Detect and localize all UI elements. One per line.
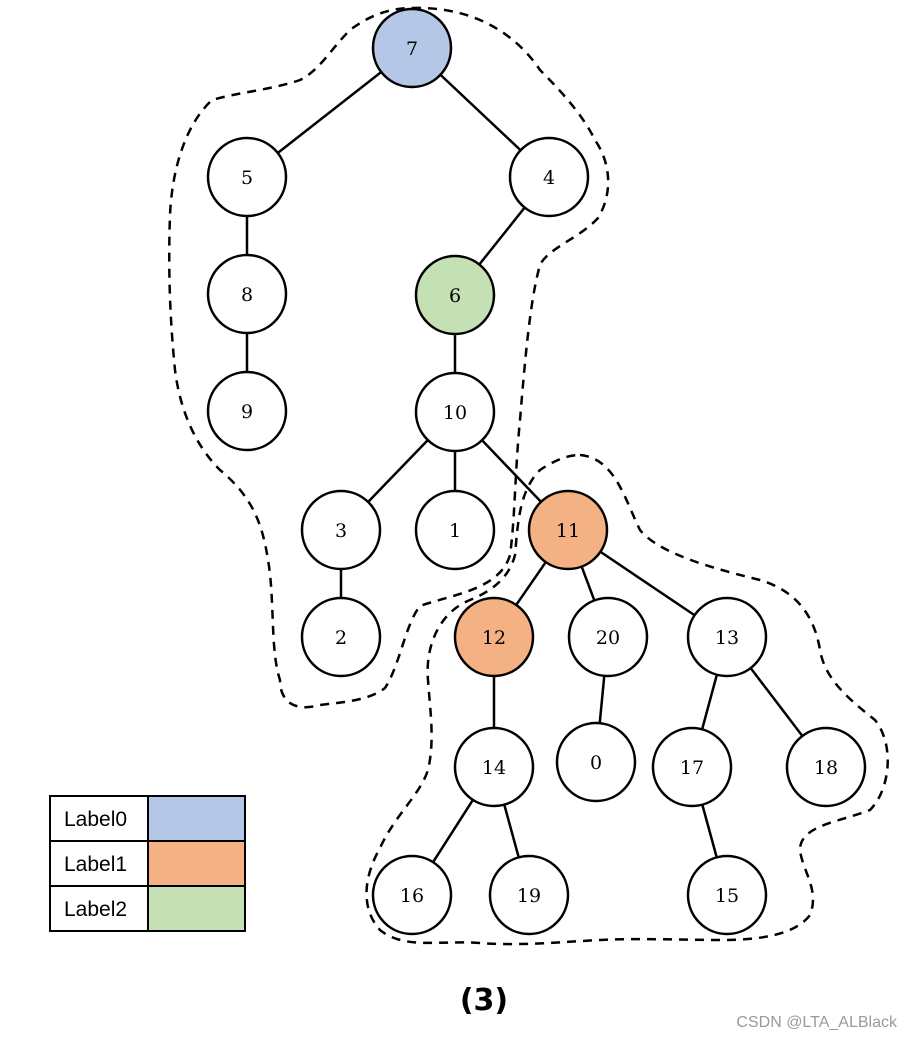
node-label-4: 4 — [543, 167, 555, 189]
edge-13-18 — [749, 667, 804, 737]
legend-row-label1: Label1 — [49, 840, 246, 887]
node-label-13: 13 — [715, 627, 739, 649]
node-label-8: 8 — [241, 284, 253, 306]
upper-cluster-outline — [167, 6, 610, 709]
node-label-15: 15 — [715, 885, 739, 907]
tree-node-18: 18 — [785, 726, 867, 808]
node-circle-17 — [651, 726, 733, 808]
node-label-10: 10 — [443, 402, 467, 424]
node-circle-18 — [785, 726, 867, 808]
node-label-19: 19 — [517, 885, 541, 907]
node-label-18: 18 — [814, 757, 838, 779]
edge-20-0 — [598, 675, 606, 724]
node-circle-7 — [371, 7, 453, 89]
tree-node-5: 5 — [206, 136, 288, 218]
edge-11-20 — [580, 566, 596, 601]
legend-label1-text: Label1 — [64, 853, 127, 876]
edge-7-4 — [439, 73, 522, 152]
node-label-5: 5 — [241, 167, 253, 189]
node-circle-4 — [508, 136, 590, 218]
edge-11-13 — [599, 550, 696, 617]
tree-edges — [245, 71, 804, 863]
tree-node-3: 3 — [300, 489, 382, 571]
tree-node-6: 6 — [414, 254, 496, 336]
tree-node-8: 8 — [206, 253, 288, 335]
node-label-6: 6 — [449, 285, 461, 307]
edge-14-19 — [503, 804, 520, 858]
tree-node-0: 0 — [555, 721, 637, 803]
lower-cluster-outline — [365, 453, 889, 946]
legend-label2-text: Label2 — [64, 898, 127, 921]
tree-node-17: 17 — [651, 726, 733, 808]
legend-row-label0: Label0 — [49, 795, 246, 842]
edge-14-16 — [431, 799, 475, 863]
node-label-0: 0 — [590, 752, 602, 774]
tree-node-1: 1 — [414, 489, 496, 571]
node-label-7: 7 — [406, 38, 418, 60]
tree-node-2: 2 — [300, 596, 382, 678]
node-circle-14 — [453, 726, 535, 808]
legend-swatch-label0 — [147, 795, 246, 842]
node-label-2: 2 — [335, 627, 347, 649]
legend-swatch-label2 — [147, 885, 246, 932]
node-label-11: 11 — [556, 520, 580, 542]
node-circle-8 — [206, 253, 288, 335]
tree-node-16: 16 — [371, 854, 453, 936]
figure-caption: (3) — [459, 983, 509, 1018]
legend-label0-text: Label0 — [64, 808, 127, 831]
color-legend: Label0 Label1 Label2 — [49, 795, 246, 932]
tree-node-7: 7 — [371, 7, 453, 89]
node-circle-19 — [488, 854, 570, 936]
node-circle-9 — [206, 370, 288, 452]
edge-10-3 — [367, 439, 429, 503]
edge-10-11 — [481, 439, 542, 503]
node-label-9: 9 — [241, 401, 253, 423]
tree-node-4: 4 — [508, 136, 590, 218]
tree-node-13: 13 — [686, 596, 768, 678]
edge-17-15 — [701, 804, 718, 858]
tree-node-14: 14 — [453, 726, 535, 808]
node-circle-5 — [206, 136, 288, 218]
node-label-12: 12 — [482, 627, 506, 649]
tree-node-12: 12 — [453, 596, 535, 678]
cluster-outlines — [167, 6, 889, 946]
node-circle-0 — [555, 721, 637, 803]
node-circle-13 — [686, 596, 768, 678]
edge-7-5 — [276, 71, 383, 154]
node-circle-16 — [371, 854, 453, 936]
node-label-3: 3 — [335, 520, 347, 542]
node-circle-1 — [414, 489, 496, 571]
node-label-20: 20 — [596, 627, 620, 649]
node-label-17: 17 — [680, 757, 704, 779]
node-label-16: 16 — [400, 885, 424, 907]
tree-node-10: 10 — [414, 371, 496, 453]
node-circle-10 — [414, 371, 496, 453]
node-circle-20 — [567, 596, 649, 678]
node-circle-2 — [300, 596, 382, 678]
tree-node-19: 19 — [488, 854, 570, 936]
edge-11-12 — [515, 561, 547, 606]
node-circle-12 — [453, 596, 535, 678]
node-circle-6 — [414, 254, 496, 336]
tree-node-9: 9 — [206, 370, 288, 452]
node-label-1: 1 — [449, 520, 461, 542]
node-circle-3 — [300, 489, 382, 571]
node-circle-11 — [527, 489, 609, 571]
watermark-text: CSDN @LTA_ALBlack — [736, 1014, 897, 1031]
edge-4-6 — [478, 206, 526, 266]
node-circle-15 — [686, 854, 768, 936]
tree-node-15: 15 — [686, 854, 768, 936]
tree-node-11: 11 — [527, 489, 609, 571]
legend-swatch-label1 — [147, 840, 246, 887]
node-label-14: 14 — [482, 757, 506, 779]
legend-row-label2: Label2 — [49, 885, 246, 932]
edge-13-17 — [700, 674, 719, 730]
tree-node-20: 20 — [567, 596, 649, 678]
